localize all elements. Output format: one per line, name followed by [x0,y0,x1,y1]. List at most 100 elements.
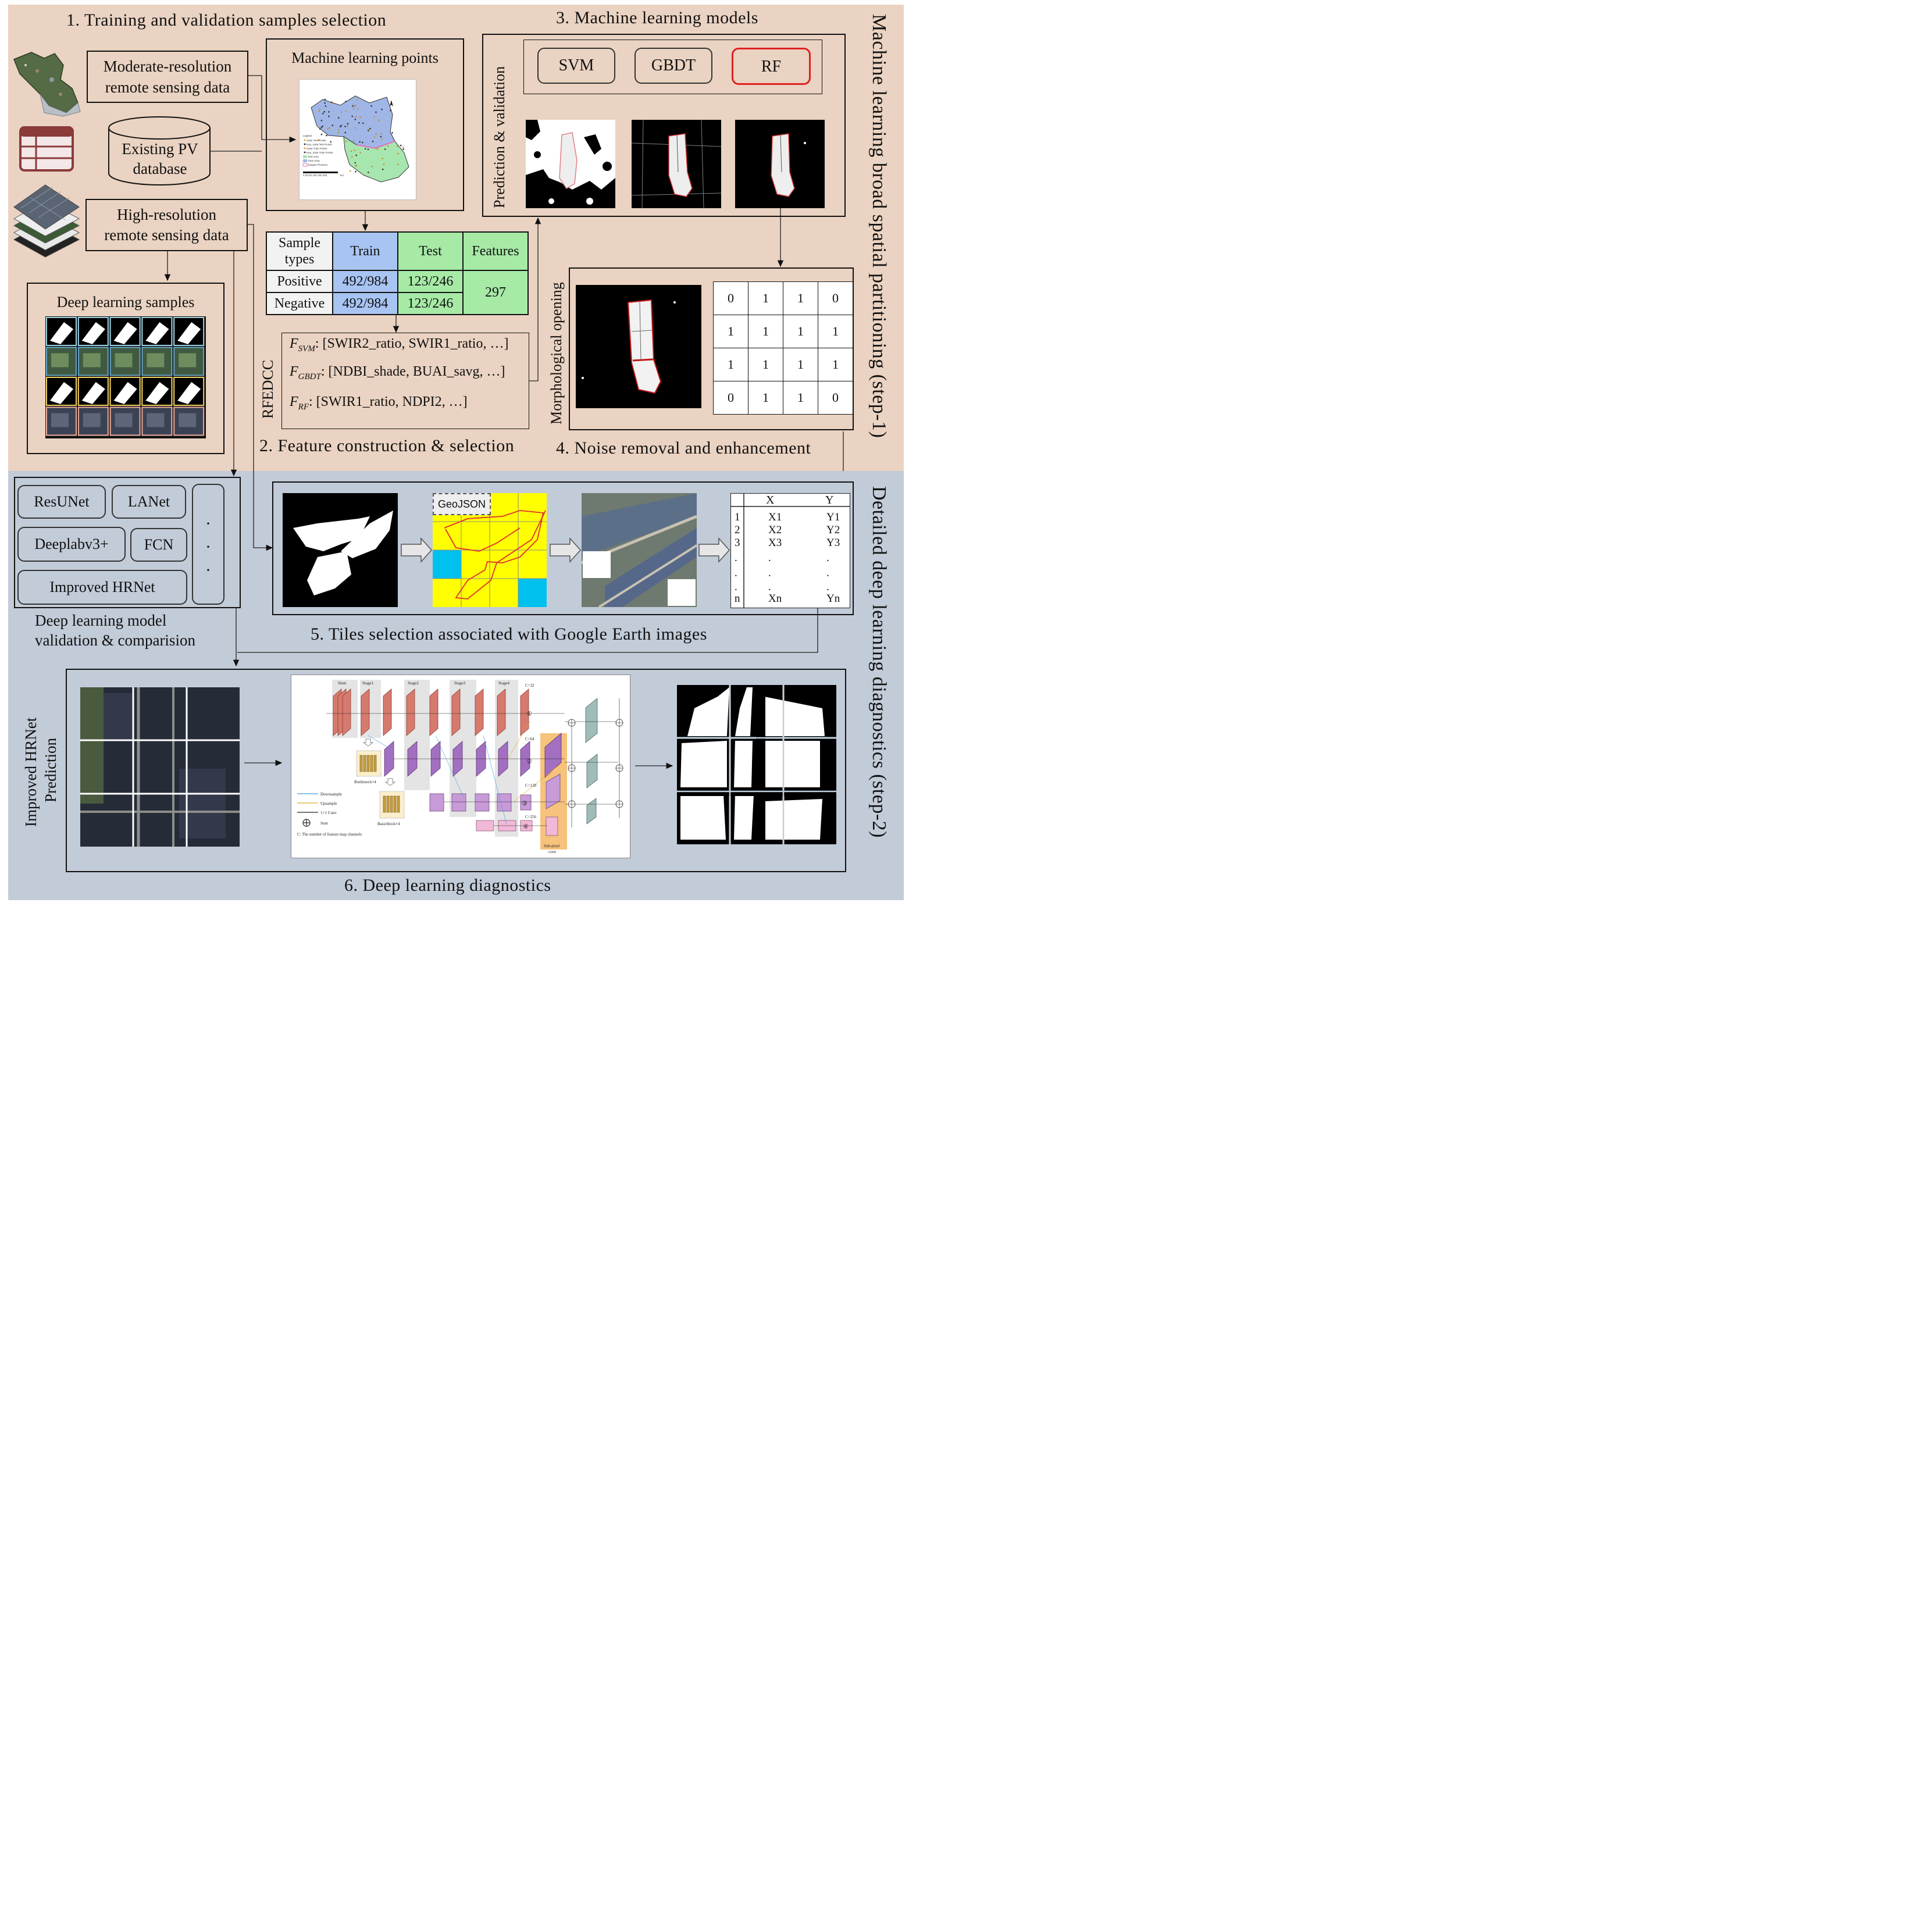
tile-mask-image [283,493,398,607]
pv-database-line1: Existing PV [122,140,198,158]
map-legend-title: Legend [303,134,312,137]
xy-row-index: 2 [735,524,740,536]
xy-row-y: Y3 [826,537,840,549]
xy-row-index: . [735,567,737,579]
xy-row-index: . [735,552,737,564]
hrnet-architecture: Downsample Upsample 1×1 Conv Sum C: The … [291,675,630,858]
kernel-cell: 1 [713,348,748,381]
xy-row-x: X2 [768,524,782,536]
hrnet-prediction-line1: Improved HRNet [22,717,40,827]
subpixel-label-1: Sub-pixel [544,844,559,848]
test-header: Test [397,231,464,271]
kernel-cell: 1 [783,315,818,348]
circled-3: ③ [522,800,527,807]
map-legend-4: Non_solar Train Points [306,151,333,154]
pv-database-line2: database [133,160,187,177]
database-icon [108,116,211,185]
legend-upsample: Upsample [320,801,337,806]
high-line2: remote sensing data [104,226,229,244]
dl-samples-title: Deep learning samples [56,294,195,311]
row-positive-type: Positive [266,270,333,293]
deep-learning-samples-box: Deep learning samples [27,283,224,454]
kernel-cell: 0 [818,381,853,415]
dl-sample-grid [45,316,206,438]
feature-sets-box [281,333,529,429]
moderate-line1: Moderate-resolution [103,58,232,75]
section6-title: 6. Deep learning diagnostics [344,876,551,895]
stage-stem: Stem [338,681,347,686]
legend-sum: Sum [320,821,328,826]
circled-4: ④ [523,823,529,830]
xy-row-x: X1 [768,511,782,523]
sample-types-l2: types [284,252,315,267]
xy-header-y: Y [825,494,834,506]
feature-rf: FRF: [SWIR1_ratio, NDPI2, …] [290,394,468,412]
xy-row-y: Y1 [826,511,840,523]
xy-row-index: 1 [735,511,740,523]
moderate-line2: remote sensing data [105,78,230,96]
connector-arrows [164,75,844,769]
bottleneck-label: Bottleneck×4 [354,780,376,784]
hrnet-prediction-line2: Prediction [42,738,59,802]
high-resolution-box: High-resolution remote sensing data [85,199,248,251]
input-image-grid [80,687,240,847]
resunet-model: ResUNet [17,485,106,519]
kernel-cell: 1 [818,348,853,381]
xy-row-index: n [735,593,740,605]
kernel-cell: 1 [748,381,783,415]
stage-3: Stage3 [454,681,466,686]
section3-title: 3. Machine learning models [556,8,758,27]
tiles-selection-box [272,481,854,615]
dl-validation-line2: validation & comparision [35,631,195,649]
model-buttons-box [523,40,822,94]
section2-title: 2. Feature construction & selection [259,436,515,455]
output-mask-grid [677,685,836,844]
tile-flow-arrows [401,537,730,563]
step1-side-title: Machine learning broad spatial partition… [868,14,890,438]
step2-side-title: Detailed deep learning diagnostics (step… [868,486,890,838]
row-positive-train: 492/984 [332,270,398,293]
map-legend-2: Non_solar Test Points [306,143,332,146]
fcn-model: FCN [130,528,187,562]
row-negative-test: 123/246 [397,292,464,315]
image-stack-icon [13,184,80,258]
map-scale-unit: km [340,174,344,177]
xy-row-x: Xn [768,593,782,605]
stage-1: Stage1 [362,681,374,686]
feature-svm: FSVM: [SWIR2_ratio, SWIR1_ratio, …] [290,336,509,354]
xy-row-x: . [768,581,771,593]
xy-row-y: Yn [826,593,840,605]
train-header: Train [332,231,398,271]
dl-validation-line1: Deep learning model [35,612,167,629]
rf-prediction-image [735,120,825,208]
kernel-cell: 1 [713,315,748,348]
points-map: Legend Solar Test Points Non_solar Test … [299,79,416,200]
morph-opening-label: Morphological opening [548,282,565,424]
kernel-cell: 0 [713,381,748,415]
legend-conv: 1×1 Conv [320,811,337,815]
section5-title: 5. Tiles selection associated with Googl… [311,625,707,644]
channel-64: C=64 [525,737,534,741]
xy-row-index: . [735,581,737,593]
geojson-tag: GeoJSON [433,493,491,515]
kernel-cell: 1 [748,348,783,381]
xy-row-y: . [826,567,829,579]
rfedcc-label: RFEDCC [259,359,276,419]
channel-32: C=32 [525,683,534,688]
kernel-cell: 1 [748,281,783,315]
features-header: Features [462,231,529,271]
xy-row-y: Y2 [826,524,840,536]
province-map-icon [13,52,81,117]
moderate-resolution-box: Moderate-resolution remote sensing data [87,51,248,103]
sample-table: Sample types Train Test Features Positiv… [266,231,529,315]
spreadsheet-icon [19,126,74,172]
row-negative-train: 492/984 [332,292,398,315]
hrnet-diagram-svg: Downsample Upsample 1×1 Conv Sum C: The … [297,680,623,854]
channel-128: C=128 [525,783,537,788]
row-negative-type: Negative [266,292,333,315]
